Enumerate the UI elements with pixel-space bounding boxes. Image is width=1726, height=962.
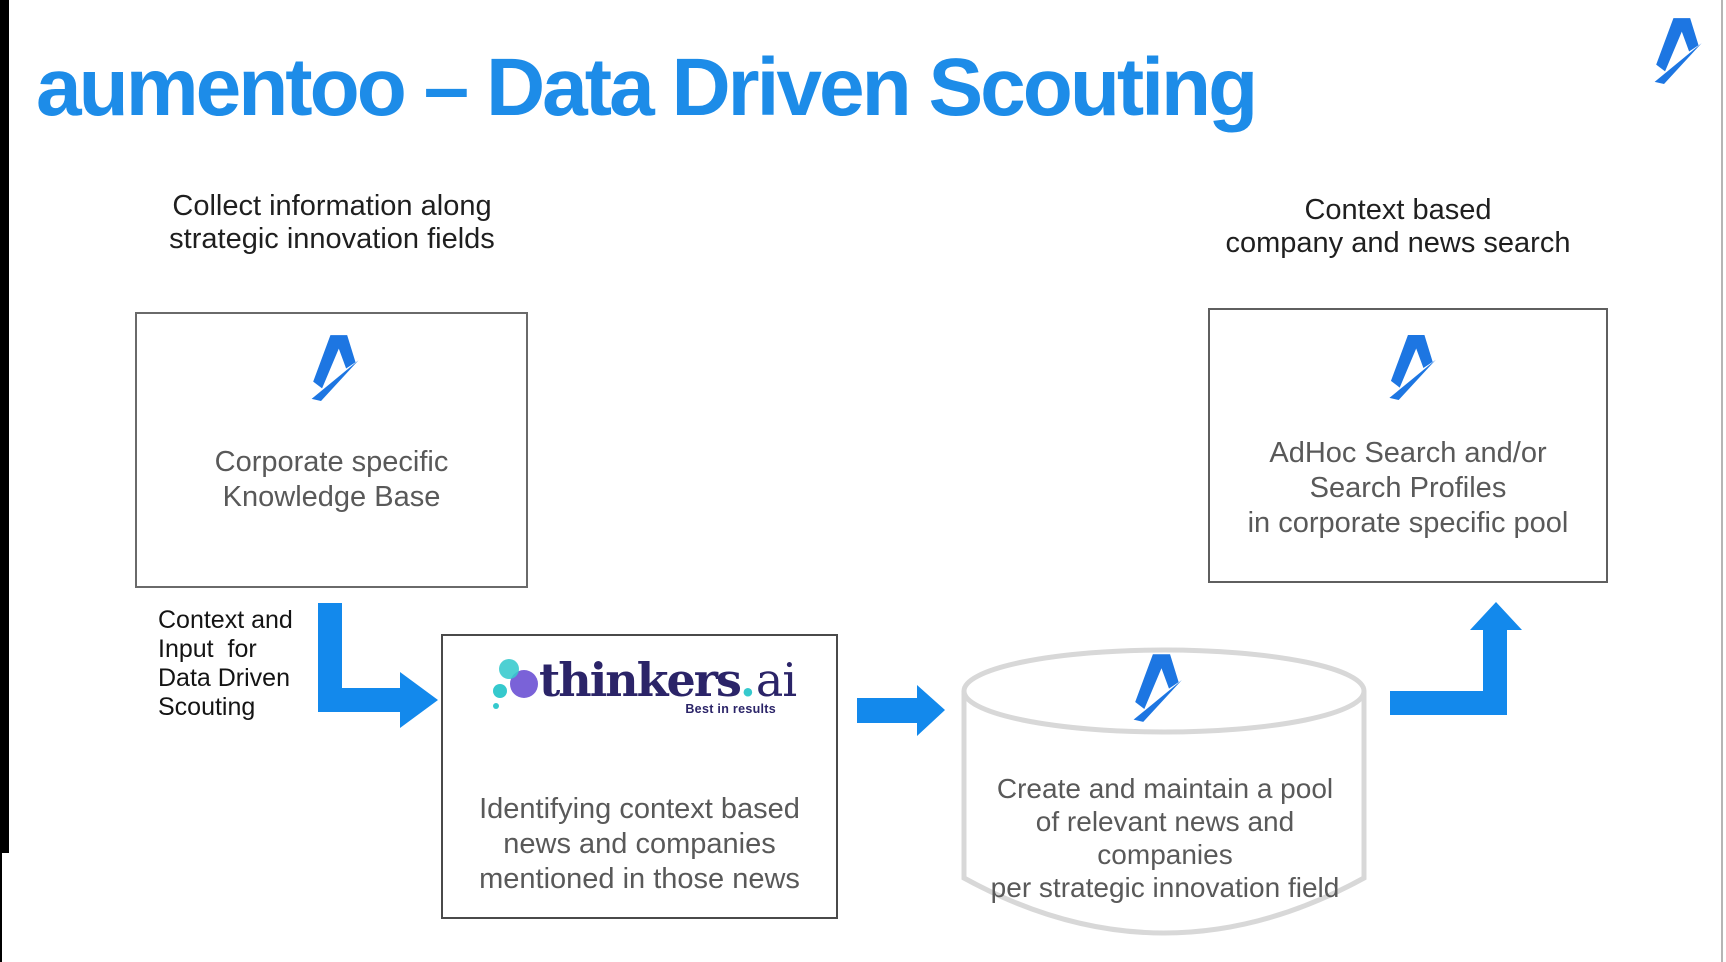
aumentoo-logo-icon (303, 333, 361, 402)
news-pool-label: Create and maintain a pool of relevant n… (962, 772, 1368, 904)
straight-arrow-right-icon (857, 685, 945, 736)
left-column-header: Collect information along strategic inno… (132, 190, 532, 256)
page-title: aumentoo – Data Driven Scouting (36, 42, 1258, 133)
aumentoo-logo-icon (1381, 333, 1438, 401)
left-edge-bar-thin (0, 850, 2, 962)
knowledge-base-line2: Knowledge Base (222, 481, 441, 513)
aumentoo-logo-glyph (1389, 335, 1436, 400)
aumentoo-logo-icon (1646, 16, 1704, 85)
adhoc-search-box: AdHoc Search and/or Search Profiles in c… (1208, 308, 1608, 583)
adhoc-line3: in corporate specific pool (1247, 507, 1569, 539)
knowledge-base-line1: Corporate specific (214, 446, 449, 478)
knowledge-base-box: Corporate specific Knowledge Base (135, 312, 528, 588)
thinkers-line2: news and companies (503, 828, 776, 860)
adhoc-search-label: AdHoc Search and/or Search Profiles in c… (1210, 436, 1606, 541)
thinkers-wordmark-dot: . (739, 653, 756, 707)
aumentoo-logo-glyph (1654, 18, 1702, 84)
news-pool-cylinder (961, 647, 1367, 936)
thinkers-logo-icon (493, 659, 538, 709)
left-header-line2: strategic innovation fields (169, 223, 495, 255)
thinkers-wordmark-main: thinkers (539, 653, 742, 707)
context-input-line2: Input for (158, 635, 257, 663)
adhoc-line2: Search Profiles (1309, 472, 1507, 504)
left-header-line1: Collect information along (172, 190, 492, 222)
right-column-header: Context based company and news search (1198, 194, 1598, 260)
thinkers-line1: Identifying context based (479, 793, 800, 825)
context-input-line1: Context and (158, 606, 293, 634)
thinkers-tagline: Best in results (685, 702, 776, 716)
aumentoo-logo-glyph (311, 335, 359, 401)
news-pool-line2: of relevant news and (1035, 806, 1295, 837)
right-edge-line (1721, 0, 1723, 962)
context-input-line4: Scouting (158, 693, 256, 721)
thinkers-description: Identifying context based news and compa… (443, 792, 836, 897)
aumentoo-logo-icon (1125, 652, 1184, 723)
thinkers-wordmark: thinkers.ai (539, 652, 797, 708)
context-input-label: Context and Input for Data Driven Scouti… (158, 606, 378, 722)
elbow-arrow-right-up-icon (1390, 602, 1522, 715)
adhoc-line1: AdHoc Search and/or (1269, 437, 1547, 469)
left-edge-bar (0, 0, 9, 853)
thinkers-line3: mentioned in those news (479, 863, 800, 895)
aumentoo-logo-glyph (1133, 654, 1182, 722)
right-header-line1: Context based (1304, 194, 1492, 226)
news-pool-line3: companies (1097, 839, 1233, 870)
knowledge-base-label: Corporate specific Knowledge Base (137, 445, 526, 515)
right-header-line2: company and news search (1225, 227, 1571, 259)
news-pool-line4: per strategic innovation field (990, 872, 1340, 903)
thinkers-wordmark-suffix: ai (755, 653, 797, 707)
news-pool-line1: Create and maintain a pool (996, 773, 1334, 804)
context-input-line3: Data Driven (158, 664, 290, 692)
thinkers-box: thinkers.ai Best in results Identifying … (441, 634, 838, 919)
